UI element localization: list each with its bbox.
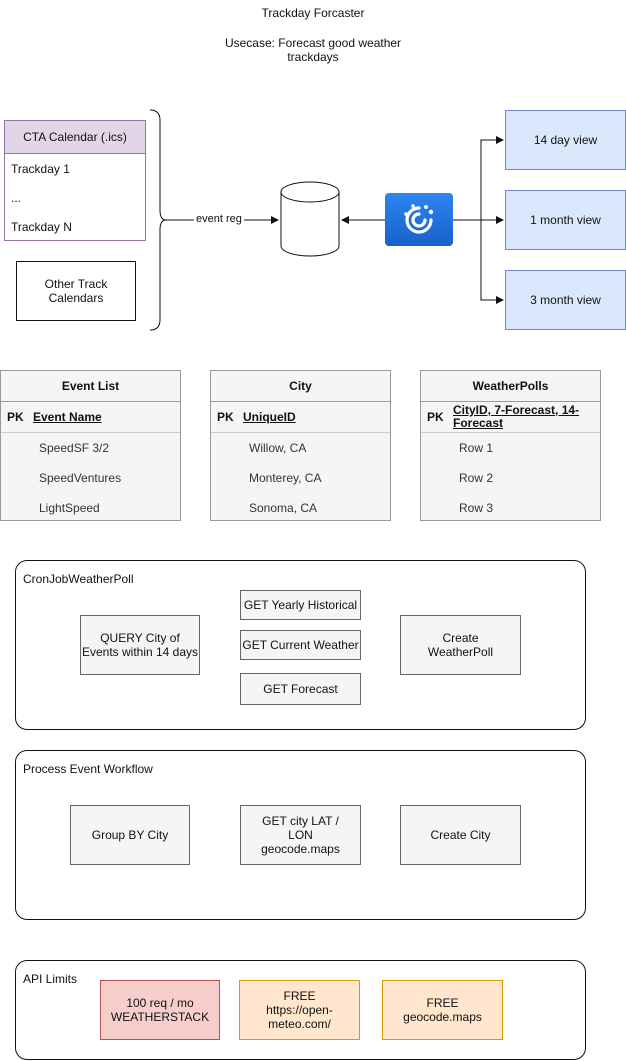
table-cell: Sonoma, CA xyxy=(249,501,318,515)
table-row: Monterey, CA xyxy=(211,463,390,493)
cta-calendar-list: CTA Calendar (.ics) Trackday 1 ... Track… xyxy=(4,120,146,241)
list-item: ... xyxy=(11,190,22,205)
table-cell: Monterey, CA xyxy=(249,471,322,485)
table-title: City xyxy=(211,371,390,402)
brace-shape xyxy=(149,109,167,331)
group-by-city-box: Group BY City xyxy=(70,805,190,865)
view-1-month: 1 month view xyxy=(505,190,626,250)
table-cell: Willow, CA xyxy=(249,441,307,455)
pk-field: UniqueID xyxy=(243,409,296,424)
grafana-icon xyxy=(385,193,453,246)
cron-panel-label: CronJobWeatherPoll xyxy=(23,572,134,586)
process-panel-label: Process Event Workflow xyxy=(23,762,153,776)
table-cell: Row 1 xyxy=(459,441,494,455)
table-row: Row 3 xyxy=(421,493,600,523)
table-pk-row: PK UniqueID xyxy=(211,402,390,433)
get-yearly-box: GET Yearly Historical xyxy=(240,590,361,620)
table-row: Row 1 xyxy=(421,433,600,463)
geocode-maps-limit-box: FREE geocode.maps xyxy=(382,980,503,1040)
cta-calendar-header: CTA Calendar (.ics) xyxy=(5,121,145,154)
diagram-title: Trackday Forcaster xyxy=(261,6,365,20)
table-row: SpeedSF 3/2 xyxy=(1,433,180,463)
other-track-calendars-box: Other Track Calendars xyxy=(16,261,136,321)
pk-label: PK xyxy=(217,410,234,424)
get-forecast-box: GET Forecast xyxy=(240,673,361,705)
table-cell: SpeedVentures xyxy=(39,471,122,485)
api-limits-label: API Limits xyxy=(23,972,78,986)
get-city-latlon-box: GET city LAT / LON geocode.maps xyxy=(240,805,361,865)
table-pk-row: PK Event Name xyxy=(1,402,180,433)
table-cell: SpeedSF 3/2 xyxy=(39,441,110,455)
query-city-box: QUERY City of Events within 14 days xyxy=(80,615,200,675)
database-cylinder xyxy=(280,181,340,257)
event-reg-label: event reg xyxy=(194,213,244,225)
create-city-box: Create City xyxy=(400,805,521,865)
table-pk-row: PK CityID, 7-Forecast, 14-Forecast xyxy=(421,402,600,433)
table-city: City PK UniqueID Willow, CA Monterey, CA… xyxy=(210,370,391,521)
view-14-day: 14 day view xyxy=(505,110,626,170)
weatherstack-limit-box: 100 req / mo WEATHERSTACK xyxy=(100,980,220,1040)
table-row: SpeedVentures xyxy=(1,463,180,493)
table-row: Sonoma, CA xyxy=(211,493,390,523)
arrow-3month xyxy=(480,220,504,304)
table-row: Row 2 xyxy=(421,463,600,493)
list-item: Trackday 1 xyxy=(11,161,70,176)
table-row: Willow, CA xyxy=(211,433,390,463)
table-cell: LightSpeed xyxy=(39,501,100,515)
pk-label: PK xyxy=(427,410,444,424)
usecase-text: Usecase: Forecast good weather trackdays xyxy=(224,36,402,64)
table-cell: Row 2 xyxy=(459,471,494,485)
get-current-box: GET Current Weather xyxy=(240,630,361,660)
table-row: LightSpeed xyxy=(1,493,180,523)
table-weatherpolls: WeatherPolls PK CityID, 7-Forecast, 14-F… xyxy=(420,370,601,521)
pk-field: CityID, 7-Forecast, 14-Forecast xyxy=(453,403,580,430)
arrow-14day xyxy=(453,136,504,221)
create-weatherpoll-box: Create WeatherPoll xyxy=(400,615,521,675)
table-title: Event List xyxy=(1,371,180,402)
pk-label: PK xyxy=(7,410,24,424)
table-cell: Row 3 xyxy=(459,501,494,515)
open-meteo-limit-box: FREE https://open-meteo.com/ xyxy=(239,980,360,1040)
pk-field: Event Name xyxy=(33,409,102,424)
list-item: Trackday N xyxy=(11,219,72,234)
table-title: WeatherPolls xyxy=(421,371,600,402)
view-3-month: 3 month view xyxy=(505,270,626,330)
table-event-list: Event List PK Event Name SpeedSF 3/2 Spe… xyxy=(0,370,181,521)
